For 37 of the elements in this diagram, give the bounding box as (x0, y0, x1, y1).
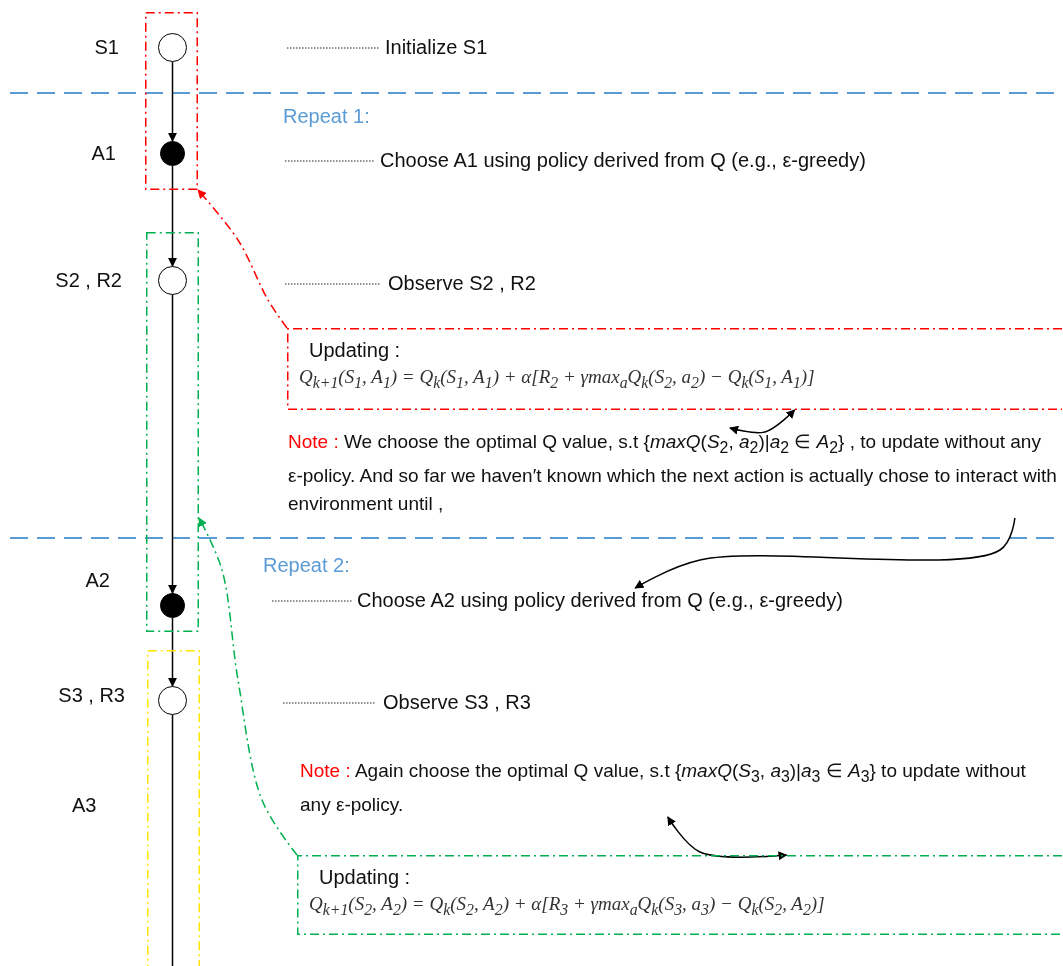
state-circle (158, 33, 187, 62)
arrow (197, 189, 288, 329)
action-dot (160, 593, 185, 618)
step-text: Observe S2 , R2 (388, 271, 536, 295)
state-label: S2 , R2 (54, 268, 122, 292)
arrow (634, 517, 1016, 589)
state-label: A3 (72, 793, 97, 817)
action-dot (160, 141, 185, 166)
note-text: Note : Again choose the optimal Q value, s.t {maxQ(S$_{3}$, a$_{3}$)|a$_{3}$ ∈ A$_{3}$} to update without any ε-policy. (300, 757, 1060, 819)
arrow (168, 617, 177, 687)
step-text: Observe S3 , R3 (383, 690, 531, 714)
state-label: A1 (90, 141, 116, 165)
section-heading: Repeat 2: (263, 553, 350, 577)
state-circle (158, 266, 187, 295)
arrow (198, 517, 298, 856)
dash-dot-frame (146, 232, 199, 632)
state-label: A2 (84, 568, 110, 592)
update-formula: Q$_{k+1}$(S$_{2}$, A$_{2}$) = Q$_{k}$(S$_{2}$, A$_{2}$) + α[R$_{3}$ + γmax$_{a}$Q$_{k}$(S$_{3}$, a$_{3}$) − Q$_{k}$(S$_{2}$, A$_{2}$)] (309, 893, 825, 919)
update-heading: Updating : (309, 338, 401, 362)
step-text: Initialize S1 (385, 35, 488, 59)
update-formula: Q$_{k+1}$(S$_{1}$, A$_{1}$) = Q$_{k}$(S$_{1}$, A$_{1}$) + α[R$_{2}$ + γmax$_{a}$Q$_{k}$(S$_{2}$, a$_{2}$) − Q$_{k}$(S$_{1}$, A$_{1}$)] (299, 366, 815, 392)
update-heading: Updating : (319, 865, 411, 889)
step-text: Choose A1 using policy derived from Q (e.g., ε-greedy) (380, 148, 866, 172)
arrow (168, 61, 177, 142)
state-label: S3 , R3 (57, 683, 125, 707)
dash-dot-frame (147, 650, 200, 966)
state-label: S1 (93, 35, 119, 59)
note-text: Note : We choose the optimal Q value, s.t {maxQ(S$_{2}$, a$_{2}$)|a$_{2}$ ∈ A$_{2}$} , to update without any ε-policy. And so far we haven′t known which the next action is actually chose to interact with environment until , (288, 428, 1058, 518)
arrow (667, 816, 788, 861)
arrow (729, 409, 796, 435)
arrow (168, 294, 177, 594)
state-circle (158, 686, 187, 715)
step-text: Choose A2 using policy derived from Q (e.g., ε-greedy) (357, 588, 843, 612)
connector-line (171, 714, 174, 966)
dash-dot-frame (145, 12, 198, 190)
section-heading: Repeat 1: (283, 104, 370, 128)
arrow (168, 165, 177, 267)
